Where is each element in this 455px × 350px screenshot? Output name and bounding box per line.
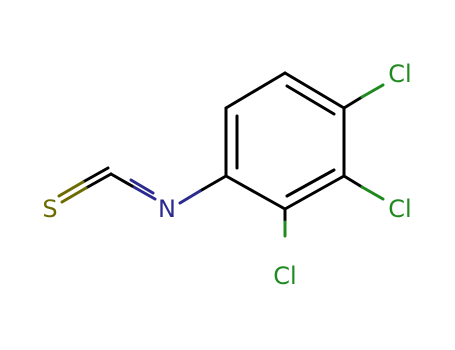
ring-to-nitrogen-bond-a <box>198 174 228 193</box>
ring-inner-bond-3 <box>285 168 336 198</box>
ring-bond-5 <box>224 174 287 211</box>
ring-bond-2 <box>283 71 346 110</box>
cl-top-bond-a <box>342 95 364 110</box>
atom-label-chlorine-top: Cl <box>388 60 411 88</box>
c-s-double-bond-a1 <box>84 172 113 190</box>
atom-label-nitrogen: N <box>158 195 176 223</box>
ring-bond-1 <box>224 71 287 110</box>
n-c-double-bond-a2 <box>109 172 134 188</box>
n-c-double-bond-b1 <box>129 178 155 195</box>
c-s-double-bond-a2 <box>60 186 88 204</box>
ring-to-nitrogen-bond-b <box>178 189 202 205</box>
atom-label-sulfur: S <box>42 195 57 223</box>
c-s-double-bond-b1 <box>81 166 110 184</box>
substituent-bonds <box>57 83 385 238</box>
cl-mid-bond-a <box>342 174 364 189</box>
n-c-double-bond-a1 <box>130 184 157 201</box>
atom-label-chlorine-bottom: Cl <box>273 262 296 290</box>
benzene-ring <box>224 71 346 211</box>
atom-label-chlorine-mid: Cl <box>388 195 411 223</box>
ring-bond-4 <box>283 174 346 211</box>
ring-inner-bond-2 <box>285 84 336 116</box>
cl-top-bond-b <box>360 83 385 99</box>
cl-mid-bond-b <box>360 185 385 201</box>
c-s-double-bond-b2 <box>57 180 85 198</box>
